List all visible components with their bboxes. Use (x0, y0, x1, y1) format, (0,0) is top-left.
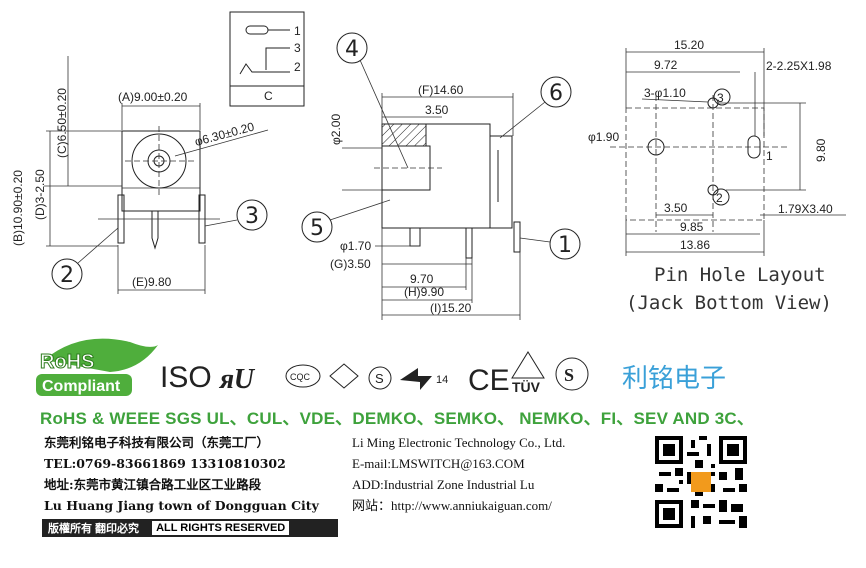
ul-logo-icon: ᴙU (218, 364, 256, 395)
company-tel: TEL:0769-83661869 13310810302 (44, 456, 286, 471)
dim-slot: 2-2.25X1.98 (766, 59, 832, 73)
svg-text:CQC: CQC (290, 372, 311, 382)
csa-logo-icon (555, 357, 589, 391)
tuv-logo: TÜV (512, 379, 541, 395)
rohs-compliant-text: Compliant (42, 378, 121, 395)
layout-subtitle: (Jack Bottom View) (626, 292, 832, 314)
callout-2: 2 (60, 263, 74, 288)
pin-2-label: 2 (716, 191, 723, 205)
dim-970: 9.70 (410, 272, 434, 286)
company-info-left: 东莞利铭电子科技有限公司（东莞工厂） TEL:0769-83661869 133… (44, 432, 319, 516)
callout-4: 4 (345, 37, 359, 62)
dim-980: 9.80 (814, 138, 828, 162)
rohs-logo-text: RoHS (40, 351, 94, 373)
dim-972: 9.72 (654, 58, 678, 72)
dim-350: 3.50 (425, 103, 449, 117)
qr-center-logo-icon (691, 472, 711, 492)
side-view: (F)14.60 3.50 φ2.00 φ1.70 (G)3.50 9.70 (… (301, 32, 581, 320)
dim-1386: 13.86 (680, 238, 710, 252)
center-pin (151, 211, 159, 250)
dim-1520: 15.20 (674, 38, 704, 52)
dim-h: (H)9.90 (404, 285, 444, 299)
schem-label: C (264, 89, 273, 103)
dim-e: (E)9.80 (132, 275, 172, 289)
schem-pin-2: 2 (294, 60, 301, 74)
ce-logo: CE (468, 364, 510, 397)
dim-985: 9.85 (680, 220, 704, 234)
schem-pin-1: 1 (294, 24, 301, 38)
dim-f: (F)14.60 (418, 83, 464, 97)
dim-hole: φ6.30±0.20 (193, 119, 256, 148)
company-name-cn: 东莞利铭电子科技有限公司（东莞工厂） (44, 435, 270, 450)
dim-c: (C)6.50±0.20 (55, 88, 69, 158)
dim-170: φ1.70 (340, 239, 371, 253)
dim-200: φ2.00 (329, 114, 343, 145)
copyright-bar: 版權所有 翻印必究 ALL RIGHTS RESERVED (42, 519, 338, 537)
k-mark-icon (400, 368, 432, 390)
svg-text:14: 14 (436, 374, 448, 386)
copyright-en: ALL RIGHTS RESERVED (151, 520, 291, 536)
company-email[interactable]: E-mail:LMSWITCH@163.COM (352, 456, 525, 471)
pin-1-label: 1 (766, 149, 773, 163)
certification-list: RoHS & WEEE SGS UL、CUL、VDE、DEMKO、SEMKO、 … (40, 409, 755, 428)
dim-b: (B)10.90±0.20 (11, 170, 25, 246)
cqc-logo-icon (285, 364, 321, 388)
tuv-triangle-icon (511, 351, 545, 379)
dim-g: (G)3.50 (330, 257, 371, 271)
company-address-en: ADD:Industrial Zone Industrial Lu (352, 477, 535, 492)
pin-3-label: 3 (717, 91, 724, 105)
dim-3hole: 3-φ1.10 (644, 86, 686, 100)
company-website[interactable]: 网站：http://www.anniukaiguan.com/ (352, 498, 552, 513)
callout-6: 6 (549, 81, 563, 106)
copyright-cn: 版權所有 翻印必究 (48, 523, 140, 535)
callout-3: 3 (245, 204, 259, 229)
dim-a: (A)9.00±0.20 (118, 90, 188, 104)
s-mark-icon (368, 366, 392, 390)
front-view: (A)9.00±0.20 (E)9.80 φ6.30±0.20 (B)10.90… (11, 56, 269, 294)
schematic-symbol: 1 3 2 C (229, 11, 305, 107)
dim-d: (D)3-2.50 (33, 169, 47, 220)
dim-350b: 3.50 (664, 201, 688, 215)
vde-logo-icon (329, 363, 359, 389)
certification-logos: RoHS Compliant ISO ᴙU CQC S 14 CE TÜV S (36, 338, 589, 397)
company-address-en2: Lu Huang Jiang town of Dongguan City (44, 498, 319, 513)
dim-i: (I)15.20 (430, 301, 472, 315)
company-address-cn: 地址:东莞市黄江镇合路工业区工业路段 (44, 477, 262, 492)
brand-name: 利铭电子 (622, 364, 727, 394)
pin-hole-layout: 3 2 1 15.20 9.72 2-2.25X1.98 3-φ1.10 φ1.… (588, 38, 846, 314)
layout-title: Pin Hole Layout (654, 264, 826, 286)
rohs-leaf-icon (44, 338, 158, 372)
callout-5: 5 (310, 216, 324, 241)
rohs-compliant-bar (36, 374, 132, 396)
dim-190: φ1.90 (588, 130, 619, 144)
svg-text:S: S (564, 365, 574, 385)
dim-179: 1.79X3.40 (778, 202, 833, 216)
schem-pin-3: 3 (294, 41, 301, 55)
qr-code-icon[interactable] (655, 436, 747, 528)
company-info-right: Li Ming Electronic Technology Co., Ltd. … (352, 432, 565, 516)
svg-text:S: S (375, 371, 384, 386)
company-name-en: Li Ming Electronic Technology Co., Ltd. (352, 435, 566, 450)
callout-1: 1 (558, 233, 572, 258)
iso-logo: ISO (160, 361, 212, 394)
